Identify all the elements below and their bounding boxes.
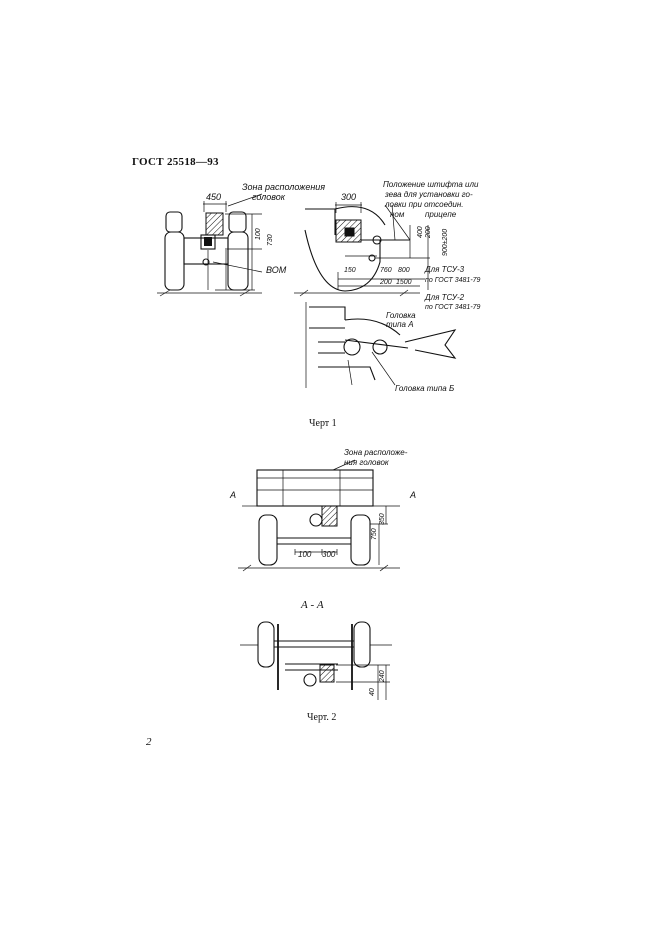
label-tsu2-line1: Для ТСУ-2 [424,293,465,302]
label-dim-300: 300 [322,550,336,559]
label-vom: ВОМ [266,265,287,275]
label-pin-line1: Положение штифта или [383,180,479,189]
label-pin-line2: зева для установки го- [384,190,473,199]
label-pin-line4: ном [390,210,405,219]
figure2-section-a-a [240,621,392,700]
document-header: ГОСТ 25518—93 [132,156,219,168]
figure2-labels: Зона расположе- ния головок А А 350 750 … [229,448,416,696]
figure2-trailer-view [238,459,400,572]
label-dim-760: 760 [380,267,392,274]
figure1-caption: Черт 1 [309,418,337,429]
label-pin-line3: ловки при отсоедин. [384,200,463,209]
label-zone-line1: Зона расположения [242,182,325,192]
label-dim-900: 900±200 [442,229,449,256]
label-head-b: Головка типа Б [395,384,454,393]
label-head-a-line2: типа А [386,320,414,329]
label-dim-150: 150 [344,267,356,274]
label-dim-200: 200 [379,279,392,286]
label-zone-line2: головок [252,192,286,202]
figure1-labels: Зона расположения головок 450 300 100 73… [206,180,481,393]
figure2-caption: Черт. 2 [307,712,337,723]
label-dim-300: 300 [341,192,356,202]
label-dim-40: 40 [369,688,376,696]
label-section-a-right: А [409,490,416,500]
figure1-tractor-side-view [294,202,430,297]
label-tsu3-line2: по ГОСТ 3481-79 [425,277,481,284]
label-dim-240: 240 [379,670,386,683]
label-dim-100: 100 [298,550,312,559]
figure1-plan-view [305,302,457,388]
label-dim-100: 100 [255,228,262,240]
label-dim-800: 800 [398,267,410,274]
label-tsu3-line1: Для ТСУ-3 [424,265,465,274]
label-dim-350: 350 [379,513,386,525]
label-dim-1500: 1500 [396,279,412,286]
label-dim-200-vertical: 200 [425,226,432,239]
section-title: А - А [301,599,324,611]
figure1-tractor-rear-view [157,193,263,297]
label-section-a-left: А [229,490,236,500]
label-dim-730: 730 [267,234,274,246]
label-dim-400: 400 [417,226,424,238]
label-zone-line1: Зона расположе- [344,448,408,457]
label-head-a-line1: Головка [386,311,416,320]
page-number: 2 [146,736,152,748]
label-pin-line5: прицепе [425,210,457,219]
label-dim-750: 750 [371,528,378,540]
label-dim-450: 450 [206,192,221,202]
label-tsu2-line2: по ГОСТ 3481-79 [425,304,481,311]
label-zone-line2: ния головок [344,458,390,467]
